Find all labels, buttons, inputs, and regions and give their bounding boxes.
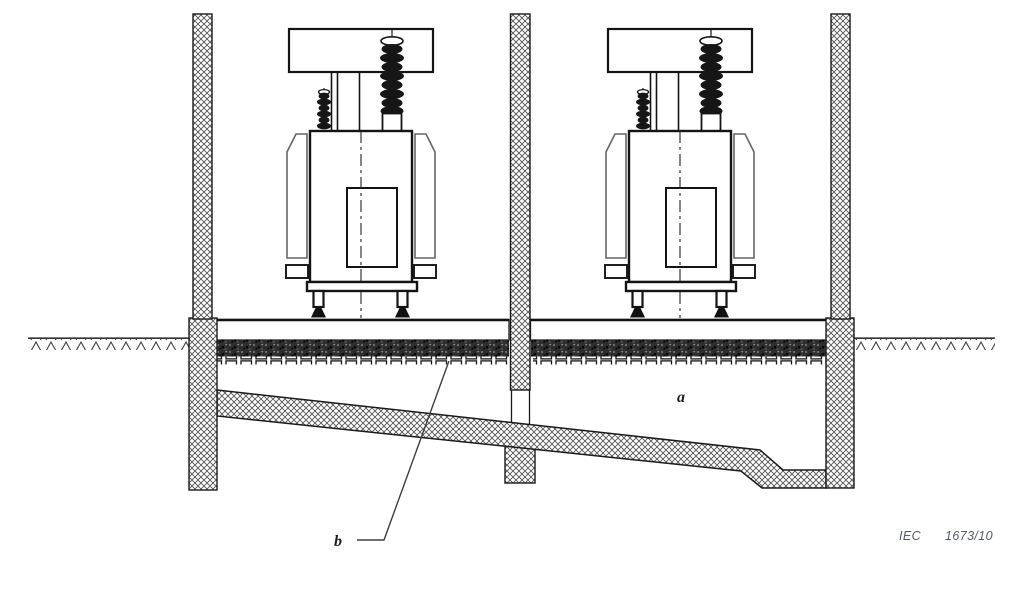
wall-right <box>830 13 851 320</box>
iec-reference: IEC 1673/10 <box>899 529 993 543</box>
chamber-2-floor <box>529 318 829 365</box>
pier-opening-edges <box>510 390 531 424</box>
grating-1 <box>217 356 508 365</box>
ground-surface-right <box>853 337 995 350</box>
leader-line-b <box>357 360 450 541</box>
gravel-layer-1 <box>213 339 509 357</box>
wall-middle <box>509 13 531 391</box>
label-b: b <box>334 533 342 550</box>
iec-reference-number: 1673/10 <box>945 529 993 543</box>
iec-reference-prefix: IEC <box>899 529 922 543</box>
kerb-slab-2 <box>529 318 829 341</box>
label-a: a <box>677 389 685 406</box>
chamber-1-floor <box>210 318 510 365</box>
foundation-wall-right <box>825 317 855 489</box>
foundation-wall-left <box>188 317 218 491</box>
wall-left <box>192 13 213 320</box>
gravel-layer-2 <box>531 339 827 357</box>
grating-2 <box>533 356 827 365</box>
ground-surface-left <box>28 337 191 350</box>
kerb-slab-1 <box>210 318 510 341</box>
